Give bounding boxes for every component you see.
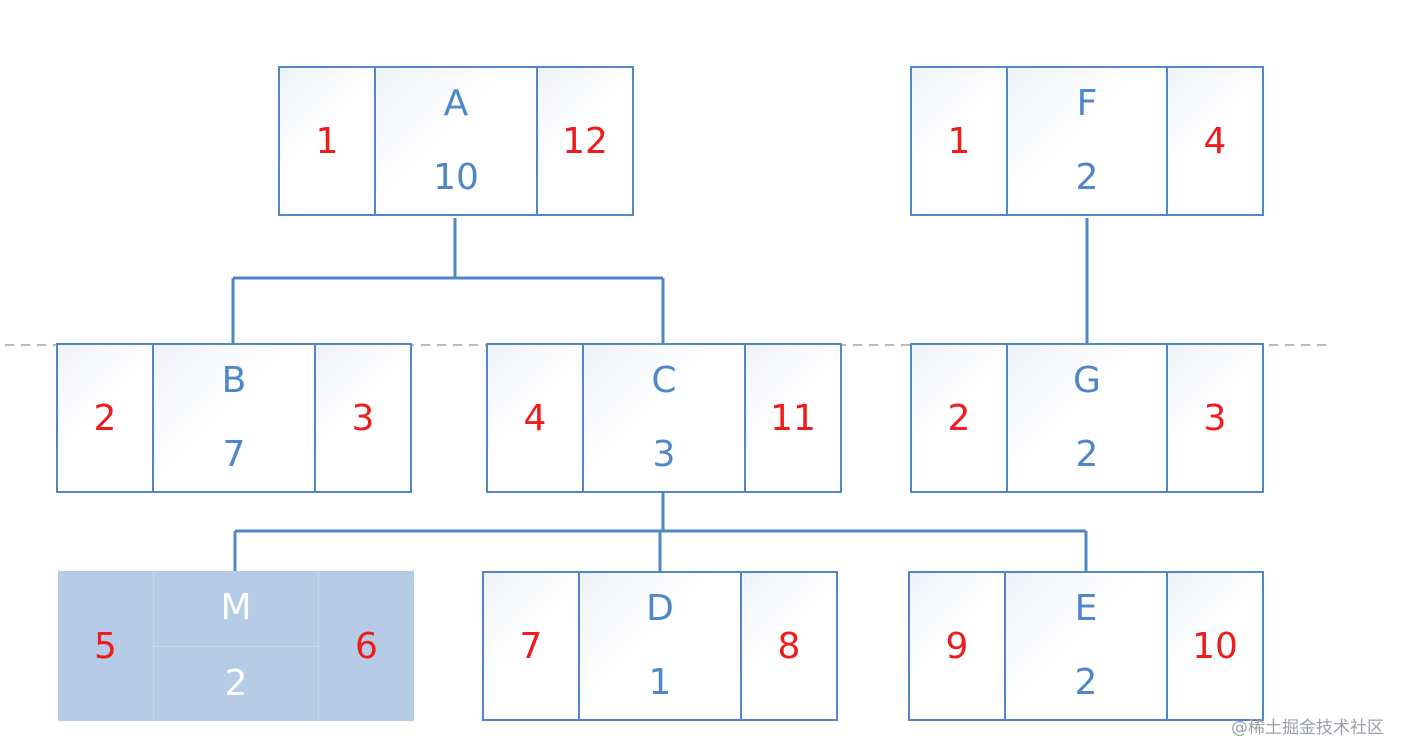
- node-b-left-number: 2: [58, 345, 154, 491]
- node-e: 9 E 2 10: [908, 571, 1264, 721]
- node-b-center: B 7: [154, 345, 314, 491]
- node-a-left-number: 1: [280, 68, 376, 214]
- node-f-value: 2: [1075, 157, 1099, 198]
- node-b-right-number: 3: [314, 345, 410, 491]
- node-b-name: B: [221, 360, 247, 401]
- node-a-center: A 10: [376, 68, 536, 214]
- node-d: 7 D 1 8: [482, 571, 838, 721]
- node-e-right-number: 10: [1166, 573, 1262, 719]
- node-f-center: F 2: [1008, 68, 1166, 214]
- node-g-right-number: 3: [1166, 345, 1262, 491]
- node-d-center: D 1: [580, 573, 740, 719]
- node-f: 1 F 2 4: [910, 66, 1264, 216]
- node-m-right-number: 6: [318, 571, 414, 721]
- node-f-right-number: 4: [1166, 68, 1262, 214]
- node-a-name: A: [443, 83, 469, 124]
- node-a-right-number: 12: [536, 68, 632, 214]
- node-b-value: 7: [222, 434, 246, 475]
- node-f-name: F: [1076, 83, 1098, 124]
- edge-c-m-d-e: [233, 492, 1088, 571]
- node-b: 2 B 7 3: [56, 343, 412, 493]
- node-c-name: C: [651, 360, 677, 401]
- node-g-value: 2: [1075, 434, 1099, 475]
- node-c-value: 3: [652, 434, 676, 475]
- node-m-left-number: 5: [58, 571, 154, 721]
- node-f-left-number: 1: [912, 68, 1008, 214]
- node-g-center: G 2: [1008, 345, 1166, 491]
- node-a-value: 10: [433, 157, 479, 198]
- node-c-right-number: 11: [744, 345, 840, 491]
- watermark: @稀土掘金技术社区: [1231, 718, 1384, 738]
- node-e-name: E: [1074, 588, 1098, 629]
- node-m-center: M 2: [154, 571, 318, 721]
- edge-a-b-c: [231, 218, 665, 343]
- node-g-name: G: [1073, 360, 1101, 401]
- node-c-left-number: 4: [488, 345, 584, 491]
- node-m-value: 2: [224, 662, 248, 704]
- node-e-center: E 2: [1006, 573, 1166, 719]
- node-d-value: 1: [648, 662, 672, 703]
- node-d-left-number: 7: [484, 573, 580, 719]
- node-e-value: 2: [1074, 662, 1098, 703]
- node-g-left-number: 2: [912, 345, 1008, 491]
- node-c: 4 C 3 11: [486, 343, 842, 493]
- node-d-right-number: 8: [740, 573, 836, 719]
- node-m-name: M: [220, 587, 252, 629]
- node-e-left-number: 9: [910, 573, 1006, 719]
- node-c-center: C 3: [584, 345, 744, 491]
- node-d-name: D: [646, 588, 674, 629]
- node-a: 1 A 10 12: [278, 66, 634, 216]
- node-g: 2 G 2 3: [910, 343, 1264, 493]
- node-m: 5 M 2 6: [58, 571, 414, 721]
